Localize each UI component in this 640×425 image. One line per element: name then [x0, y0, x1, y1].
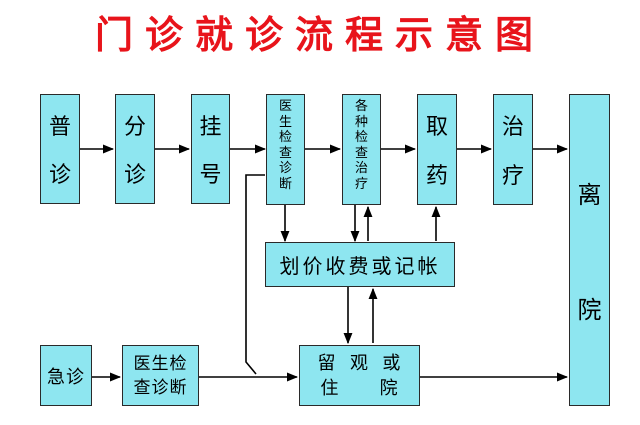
- node-huajia: 划价收费或记帐: [265, 242, 455, 287]
- node-jizhen: 急诊: [40, 345, 92, 406]
- node-jizhen-jiancha: 医生检 查诊断: [122, 345, 199, 406]
- diagram-title: 门诊就诊流程示意图: [94, 13, 545, 57]
- node-gezhong-jiancha: 各 种 检 查 治 疗: [342, 94, 381, 205]
- node-likai: 离 院: [569, 94, 610, 406]
- node-yisheng-jiancha: 医 生 检 查 诊 断: [266, 94, 305, 205]
- node-zhiliao: 治 疗: [493, 94, 533, 205]
- node-fenzhen: 分 诊: [115, 94, 155, 204]
- node-guahao: 挂 号: [191, 94, 230, 204]
- node-liuguan: 留 观 或 住 院: [299, 345, 420, 406]
- connector-yisheng-down: [245, 174, 265, 375]
- node-putong: 普 诊: [40, 94, 80, 204]
- node-quyao: 取 药: [417, 94, 457, 205]
